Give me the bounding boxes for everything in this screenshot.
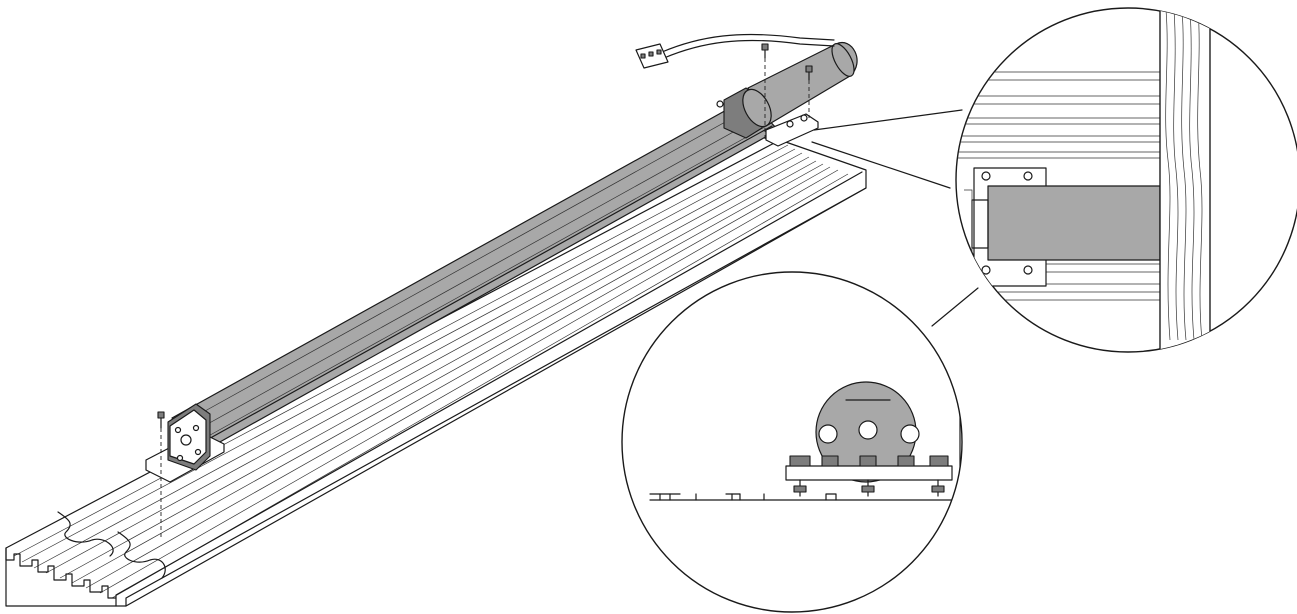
drive-cylinder [742,41,858,128]
aluminum-rail-profile [5,139,867,607]
cable [661,33,835,59]
mounting-screw-front [157,411,165,540]
end-bracket-front [145,403,225,483]
mounting-screw-rear [761,43,813,142]
top-detail-circle [955,7,1297,353]
connector-plug [635,43,669,69]
section-detail-circle [621,271,963,613]
detail-leader-lines [811,109,979,327]
